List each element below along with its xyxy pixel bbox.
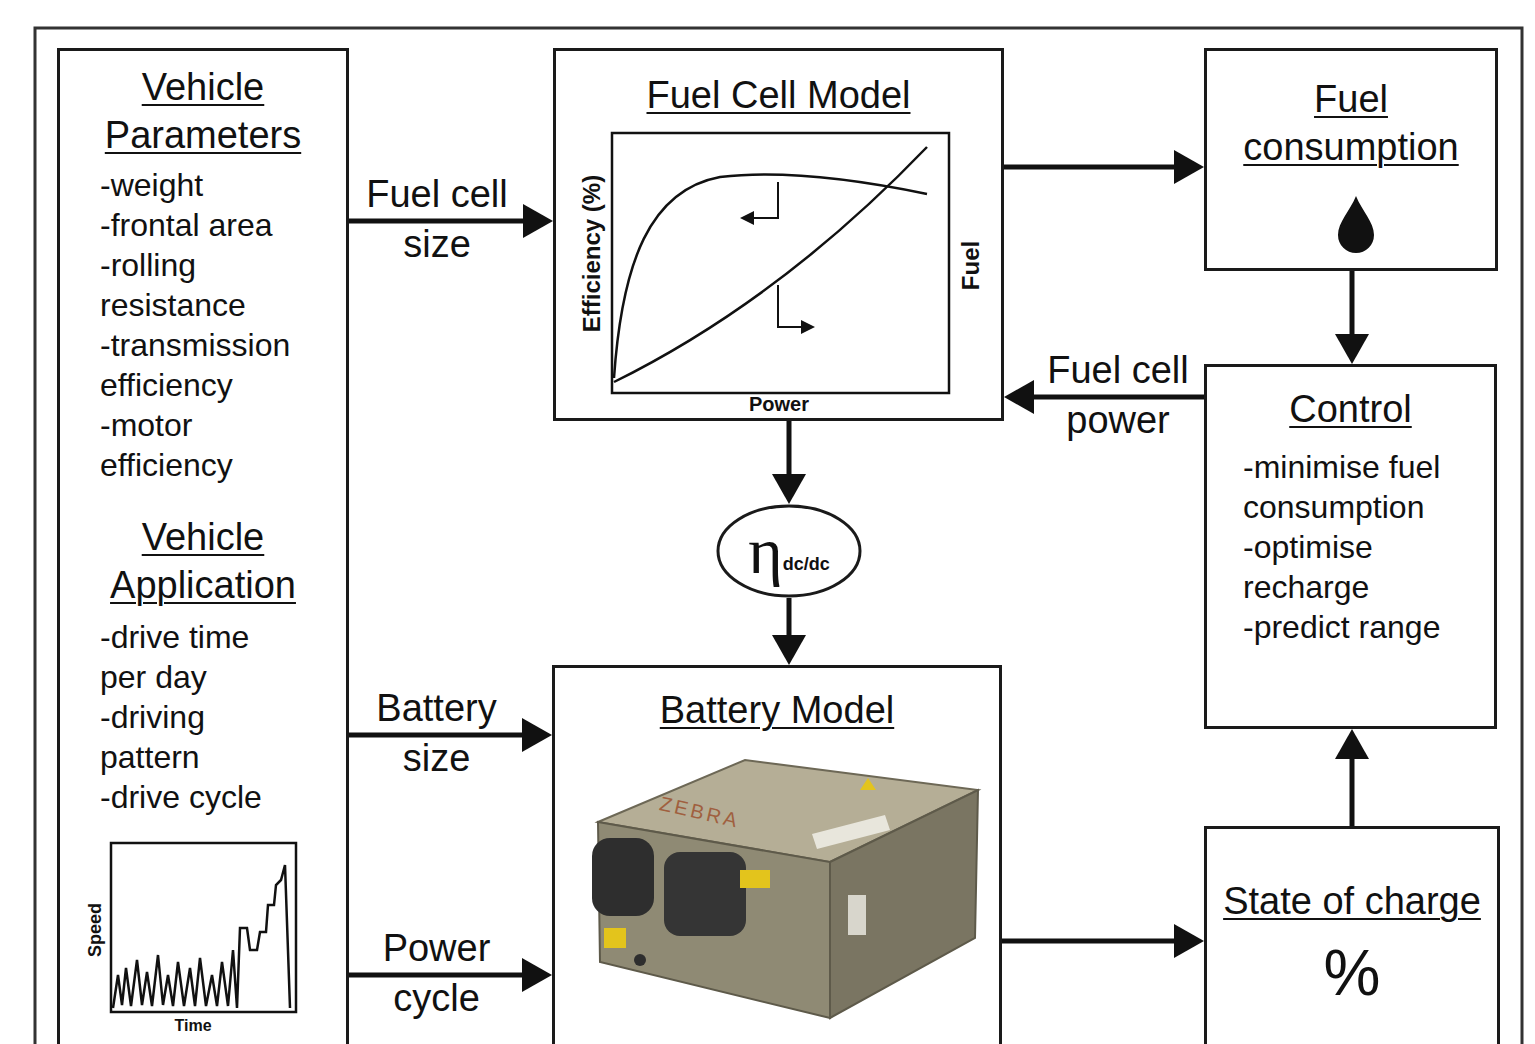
arrow-head	[1174, 150, 1204, 184]
heading: Control	[1213, 385, 1488, 433]
connector-arrow	[772, 598, 806, 665]
fuel-curve	[614, 147, 927, 382]
control-box: Control -minimise fuel consumption-optimi…	[1204, 364, 1497, 729]
list-item: -weight	[66, 165, 340, 205]
speed-chart	[111, 843, 296, 1012]
connector-arrow	[772, 421, 806, 504]
connector-line	[349, 973, 528, 978]
connector-line	[349, 219, 529, 224]
drive-cycle-trace	[113, 865, 290, 1008]
battery-bolt	[634, 954, 646, 966]
output-box: Fuel consumption	[1204, 48, 1498, 271]
arrow-head	[1335, 729, 1369, 759]
battery-sticker	[604, 928, 626, 948]
heading: Fuel Cell Model	[566, 71, 991, 119]
brand-mark: ZEBRA	[657, 791, 742, 833]
model-box: Fuel Cell Model	[553, 48, 1004, 421]
plot-frame	[111, 843, 296, 1012]
list-item: -motor efficiency	[66, 405, 340, 485]
parameter-panel: Vehicle Parameters -weight-frontal area-r…	[57, 48, 349, 1044]
arrow-head	[522, 958, 552, 992]
list-item: -driving pattern	[66, 697, 340, 777]
edge-label: Fuel cell size	[350, 169, 525, 269]
list-item: -drive time per day	[66, 617, 340, 697]
connector-line	[1002, 939, 1180, 944]
list-item: -minimise fuel consumption	[1213, 447, 1488, 527]
ellipse-content: ηdc/dc	[716, 504, 862, 598]
axis-label: Power	[749, 392, 809, 416]
list-item: -rolling resistance	[66, 245, 340, 325]
efficiency-curve	[614, 174, 927, 378]
axis-pointer-head	[740, 211, 754, 225]
model-box: Battery Model	[552, 665, 1002, 1044]
connector-line	[349, 733, 528, 738]
battery-connector	[664, 852, 746, 936]
arrow-head	[1004, 380, 1034, 414]
battery-photo	[592, 760, 978, 1018]
list-item: -frontal area	[66, 205, 340, 245]
connector-line	[1028, 395, 1204, 400]
arrow-head	[522, 718, 552, 752]
subscript: dc/dc	[783, 554, 830, 575]
axis-label: Fuel	[956, 240, 985, 289]
arrow-head	[772, 474, 806, 504]
heading: Fuel consumption	[1213, 75, 1489, 171]
arrow-head	[523, 204, 553, 238]
ellipse-outline	[716, 504, 862, 598]
connector-line	[787, 421, 792, 480]
list-item: -optimise recharge	[1213, 527, 1488, 607]
connector-line	[787, 598, 792, 641]
heading: Battery Model	[565, 686, 989, 734]
edge-label: Battery size	[349, 683, 524, 783]
edge-label: Power cycle	[349, 923, 524, 1023]
connector-arrow	[1335, 271, 1369, 364]
percent-symbol: %	[1211, 937, 1493, 1009]
heading: Vehicle Application	[66, 513, 340, 609]
connector-line	[1350, 271, 1355, 340]
outer-frame	[35, 28, 1522, 1044]
battery-sticker	[848, 895, 866, 935]
axis-label: Speed	[84, 903, 106, 957]
axis-label: Time	[175, 1016, 212, 1035]
arrow-head	[1335, 334, 1369, 364]
connector-line	[1350, 753, 1355, 826]
connector-arrow	[1004, 150, 1204, 184]
heading: State of charge	[1211, 877, 1493, 925]
axis-pointer	[752, 182, 778, 218]
connector-line	[1004, 165, 1180, 170]
ellipse-shape	[718, 506, 860, 596]
connector-arrow	[1335, 729, 1369, 826]
edge-label: Fuel cell power	[1031, 345, 1206, 445]
fuel-drop-icon	[1338, 196, 1374, 253]
battery-sticker	[860, 778, 876, 790]
arrow-head	[1174, 924, 1204, 958]
efficiency-ellipse: ηdc/dc	[716, 504, 862, 598]
state-box: State of charge%	[1204, 826, 1500, 1044]
axis-label: Efficiency (%)	[577, 174, 606, 331]
efficiency-symbol: η	[748, 516, 783, 586]
efficiency-chart	[612, 133, 949, 393]
connector-arrow	[1002, 924, 1204, 958]
list-item: -drive cycle	[66, 777, 340, 817]
list-item: -predict range	[1213, 607, 1488, 647]
heading: Vehicle Parameters	[66, 63, 340, 159]
battery-sticker	[812, 815, 890, 849]
battery-sticker	[740, 870, 770, 888]
list-item: -transmission efficiency	[66, 325, 340, 405]
arrow-head	[772, 635, 806, 665]
plot-frame	[612, 133, 949, 393]
axis-pointer	[778, 285, 803, 327]
battery-connector	[592, 838, 654, 916]
axis-pointer-head	[801, 320, 815, 334]
